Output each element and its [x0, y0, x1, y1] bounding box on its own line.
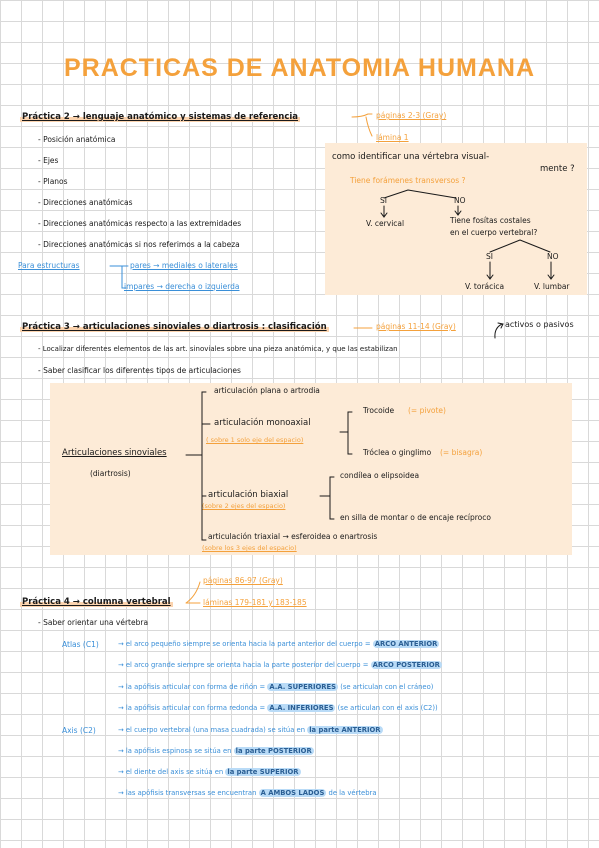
- line-text: (se articulan con el cráneo): [340, 683, 434, 691]
- line-tag: la parte ANTERIOR: [307, 726, 383, 734]
- atlas-line: → el arco pequeño siempre se orienta hac…: [118, 640, 440, 648]
- practica4-header: Práctica 4 → columna vertebral: [20, 597, 173, 607]
- list-item: - Direcciones anatómicas si nos referimo…: [38, 240, 240, 249]
- list-item: - Ejes: [38, 156, 59, 165]
- practica4-laminas: láminas 179-181 y 183-185: [203, 598, 307, 607]
- atlas-line: → la apófisis articular con forma redond…: [118, 704, 438, 712]
- line-text: → la apófisis articular con forma de riñ…: [118, 683, 266, 691]
- line-tag: ARCO ANTERIOR: [372, 640, 440, 648]
- tree-facetas-2: en el cuerpo vertebral?: [450, 228, 538, 237]
- activos-note: activos o pasivos: [505, 320, 574, 329]
- art-condilea: condílea o elipsoidea: [340, 471, 420, 480]
- axis-label: Axis (C2): [62, 726, 96, 735]
- line-text: de la vértebra: [328, 789, 377, 797]
- art-biaxial: articulación biaxial: [208, 490, 289, 500]
- atlas-line: → el arco grande siempre se orienta haci…: [118, 661, 442, 669]
- estructuras-bracket: [109, 265, 129, 289]
- tree-toracica: V. torácica: [465, 282, 505, 291]
- list-item: - Direcciones anatómicas: [38, 198, 133, 207]
- practica4-pages: páginas 86-97 (Gray): [203, 576, 283, 585]
- page-title: PRACTICAS DE ANATOMIA HUMANA: [63, 54, 536, 82]
- pages-connector: [351, 113, 373, 137]
- art-triaxial-note: (sobre los 3 ejes del espacio): [202, 544, 297, 552]
- line-tag: ARCO POSTERIOR: [370, 661, 442, 669]
- tree-question: como identificar una vértebra visual-: [332, 152, 490, 162]
- activos-arrow: [494, 322, 504, 339]
- list-item: - Saber clasificar los diferentes tipos …: [38, 366, 241, 375]
- line-tag: la parte POSTERIOR: [233, 747, 314, 755]
- tree-facetas-1: Tiene fosítas costales: [450, 216, 531, 225]
- tree-arrow: [454, 205, 462, 216]
- line-tag: A.A. INFERIORES: [267, 704, 336, 712]
- bi-bracket: [319, 476, 335, 520]
- practica2-pages: páginas 2-3 (Gray): [376, 111, 447, 120]
- practica2-header: Práctica 2 → lenguaje anatómico y sistem…: [20, 112, 301, 122]
- list-item: - Saber orientar una vértebra: [38, 618, 149, 627]
- tree-transversos: Tiene forámenes transversos ?: [350, 176, 466, 185]
- axis-line: → la apófisis espinosa se sitúa en la pa…: [118, 747, 314, 755]
- line-text: → la apófisis espinosa se sitúa en: [118, 747, 232, 755]
- line-text: (se articulan con el axis (C2)): [337, 704, 438, 712]
- practica2-lamina: lámina 1: [376, 133, 409, 142]
- list-item: - Localizar diferentes elementos de las …: [38, 345, 398, 353]
- line-text: → las apófisis transversas se encuentran: [118, 789, 257, 797]
- line-text: → el diente del axis se sitúa en: [118, 768, 224, 776]
- tree-arrow: [380, 205, 388, 218]
- line-tag: A AMBOS LADOS: [258, 789, 327, 797]
- list-item: - Planos: [38, 177, 68, 186]
- art-silla: en silla de montar o de encaje recíproco: [340, 513, 491, 522]
- art-trocoide-note: (= pivote): [408, 406, 446, 415]
- art-monoaxial-note: ( sobre 1 solo eje del espacio): [206, 436, 304, 444]
- list-item: - Direcciones anatómicas respecto a las …: [38, 219, 242, 228]
- art-trocoide: Trocoide: [363, 406, 395, 415]
- impares-text: impares → derecha o izquierda: [124, 282, 240, 291]
- classification-root-sub: (diartrosis): [90, 469, 131, 478]
- line-tag: A.A. SUPERIORES: [267, 683, 339, 691]
- axis-line: → el cuerpo vertebral (una masa cuadrada…: [118, 726, 383, 734]
- axis-line: → el diente del axis se sitúa en la part…: [118, 768, 301, 776]
- pages-connector: [185, 581, 201, 604]
- tree-no-1: NO: [454, 196, 466, 205]
- tree-arrow: [547, 261, 555, 280]
- art-troclea-note: (= bisagra): [440, 448, 483, 457]
- tree-split: [489, 239, 551, 253]
- tree-no-2: NO: [547, 252, 559, 261]
- art-troclea: Tróclea o ginglimo: [363, 448, 432, 457]
- art-plana: articulación plana o artrodia: [214, 386, 320, 395]
- line-tag: la parte SUPERIOR: [225, 768, 301, 776]
- tree-split: [383, 189, 457, 199]
- tree-question-cont: mente ?: [540, 164, 575, 174]
- art-triaxial: articulación triaxial → esferoidea o ena…: [208, 532, 378, 541]
- line-text: → el cuerpo vertebral (una masa cuadrada…: [118, 726, 306, 734]
- mono-bracket: [339, 411, 353, 455]
- tree-lumbar: V. lumbar: [534, 282, 570, 291]
- pares-text: pares → mediales o laterales: [130, 261, 238, 270]
- atlas-label: Atlas (C1): [62, 640, 99, 649]
- list-item: - Posición anatómica: [38, 135, 116, 144]
- line-text: → el arco pequeño siempre se orienta hac…: [118, 640, 371, 648]
- vertebra-tree-background: [325, 143, 587, 295]
- tree-si-2: SI: [486, 252, 493, 261]
- tree-si-1: SI: [380, 196, 387, 205]
- classification-background: [50, 383, 572, 555]
- classification-root: Articulaciones sinoviales: [62, 448, 167, 458]
- tree-cervical: V. cervical: [366, 219, 405, 228]
- art-monoaxial: articulación monoaxial: [214, 418, 311, 428]
- tree-arrow: [486, 261, 494, 280]
- main-bracket: [185, 391, 211, 541]
- practica3-pages: páginas 11-14 (Gray): [376, 322, 456, 331]
- line-text: → el arco grande siempre se orienta haci…: [118, 661, 369, 669]
- atlas-line: → la apófisis articular con forma de riñ…: [118, 683, 433, 691]
- estructuras-label: Para estructuras: [18, 261, 80, 270]
- line-text: → la apófisis articular con forma redond…: [118, 704, 266, 712]
- practica3-header: Práctica 3 → articulaciones sinoviales o…: [20, 322, 329, 332]
- art-biaxial-note: (sobre 2 ejes del espacio): [202, 502, 286, 510]
- axis-line: → las apófisis transversas se encuentran…: [118, 789, 377, 797]
